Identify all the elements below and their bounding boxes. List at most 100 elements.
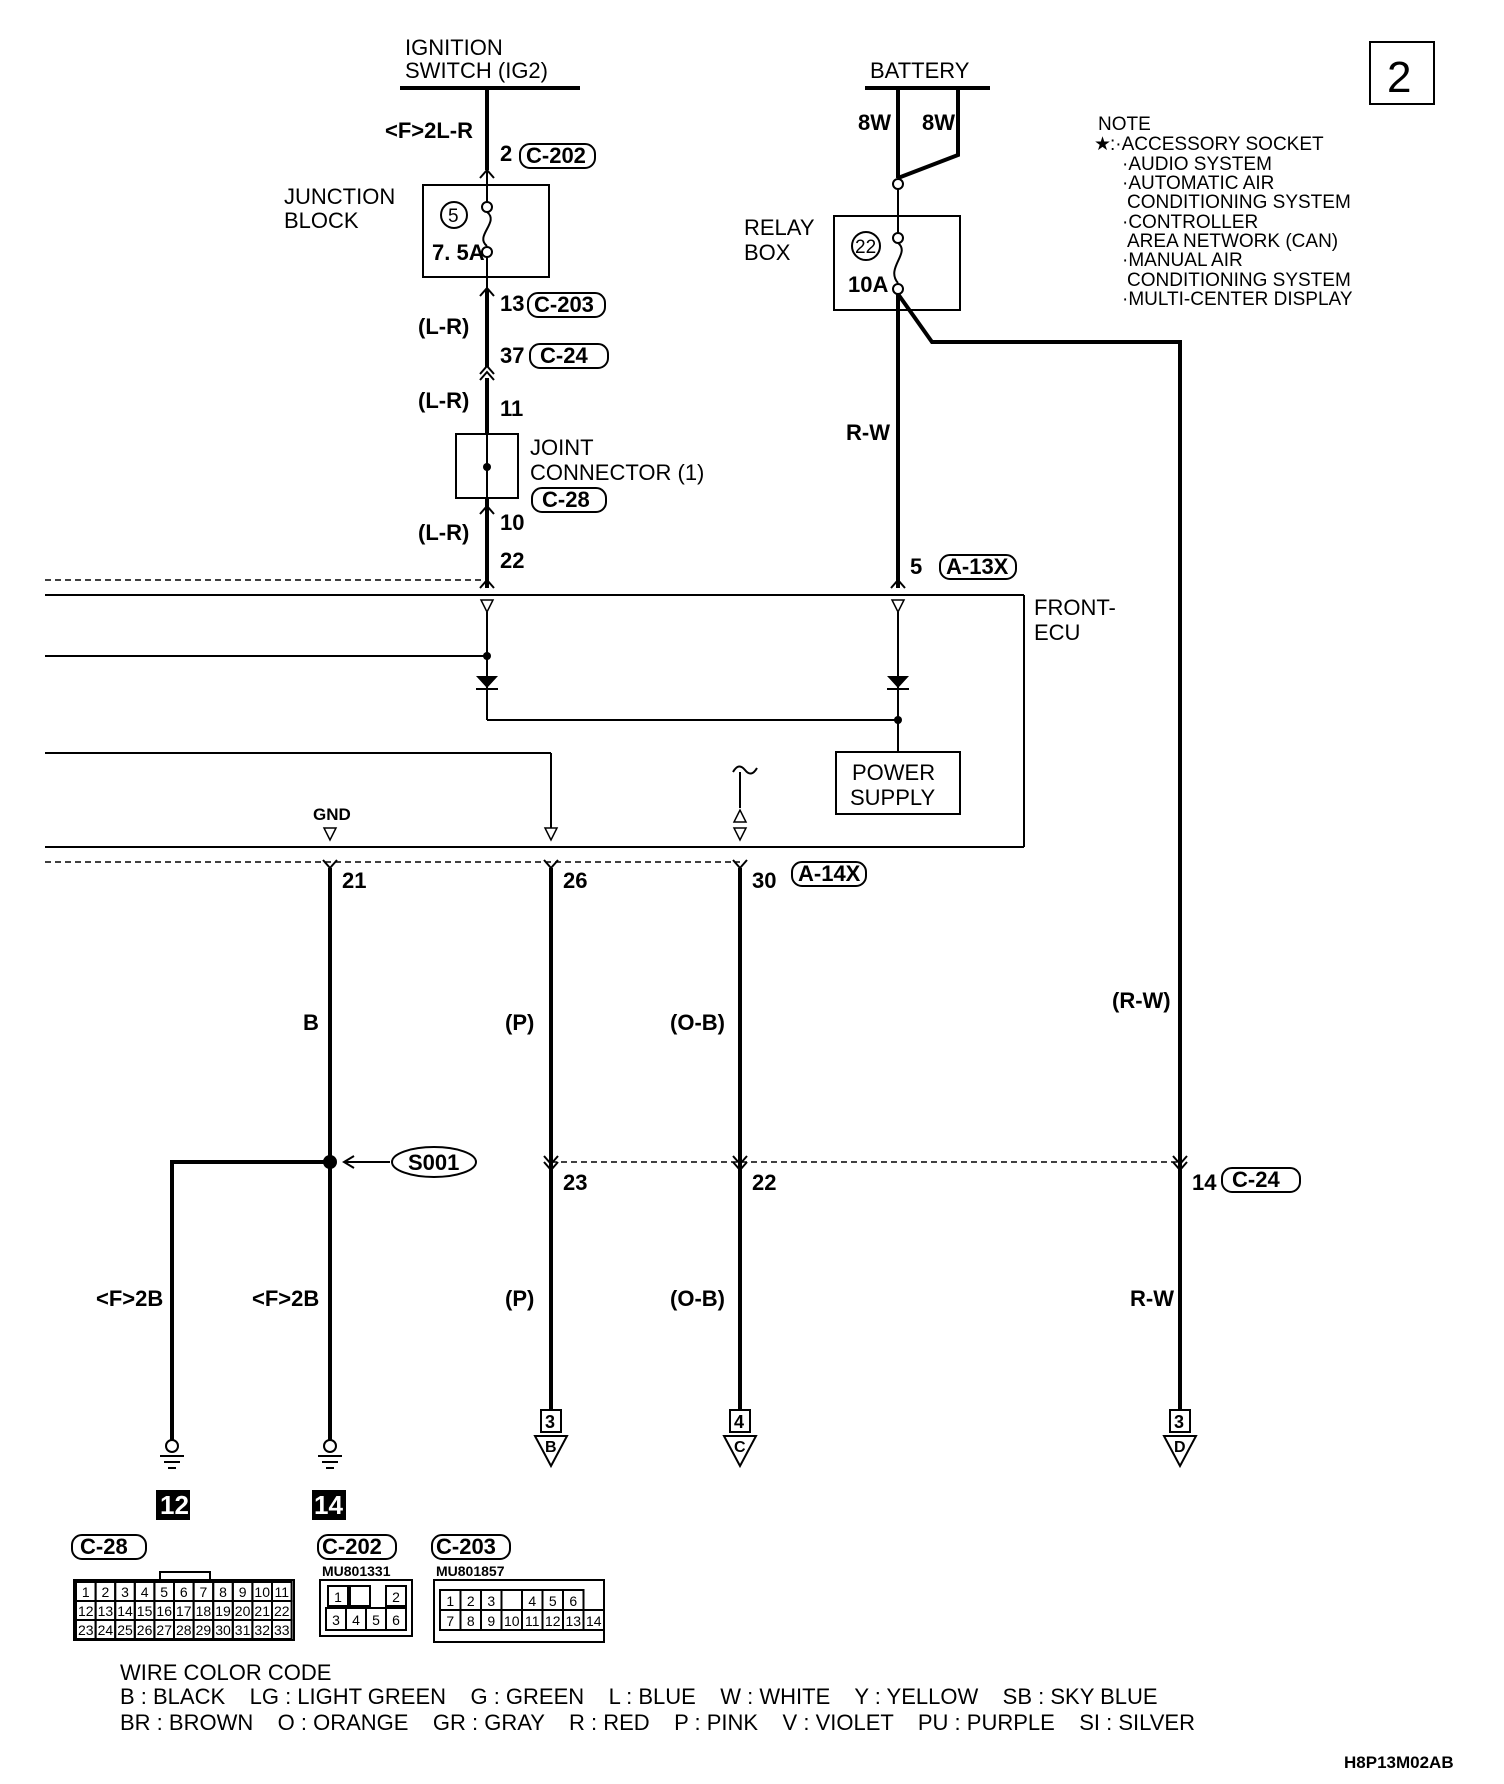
wire-rw-paren-label: (R-W) <box>1112 988 1171 1013</box>
conn-face-c28-pin: 8 <box>219 1584 227 1600</box>
fuse-22-rating: 10A <box>848 272 888 297</box>
conn-face-c28-pin: 29 <box>196 1622 212 1638</box>
ecu-signal-wave-30 <box>732 765 758 775</box>
fuse-22-term-bottom <box>892 283 904 295</box>
conn-face-c203-pin: 14 <box>586 1613 602 1629</box>
conn-c24-tag-lower <box>1221 1167 1301 1193</box>
ecu-pin-5: 5 <box>910 554 922 579</box>
conn-face-c28-pin: 18 <box>196 1603 212 1619</box>
conn-face-c203-tag-label: C-203 <box>436 1534 496 1559</box>
conn-face-c203-pin: 9 <box>487 1613 495 1629</box>
continuation-d-page: 3 <box>1174 1412 1184 1432</box>
battery-wire-rw-label: R-W <box>846 420 890 445</box>
conn-pin-23: 23 <box>563 1170 587 1195</box>
junction-block-line1: JUNCTION <box>284 184 395 209</box>
fuse-5-rating: 7. 5A <box>432 240 485 265</box>
connector-chevron-c24-b <box>479 370 495 381</box>
fuse-22-number: 22 <box>855 237 876 258</box>
battery-to-c24-wire <box>896 292 1182 1160</box>
conn-c24-tag-lower-label: C-24 <box>1232 1167 1280 1192</box>
note-item-9: ·MULTI-CENTER DISPLAY <box>1122 289 1353 310</box>
conn-face-c28-pin: 19 <box>215 1603 231 1619</box>
ecu-chevron-5 <box>890 578 906 589</box>
continuation-b-page: 3 <box>545 1412 555 1432</box>
connector-chevron-23-b <box>543 1161 559 1172</box>
conn-face-c28-pin: 23 <box>78 1622 94 1638</box>
conn-a14x-tag-label: A-14X <box>798 861 861 886</box>
wire-color-code-line2: BR : BROWN O : ORANGE GR : GRAY R : RED … <box>120 1710 1195 1735</box>
ecu-chevron-30 <box>732 859 748 870</box>
battery-wire-2 <box>897 88 960 180</box>
conn-face-c203-pin: 7 <box>446 1613 454 1629</box>
continuation-b-arrow <box>533 1435 569 1469</box>
connector-chevron-22-b <box>732 1161 748 1172</box>
conn-face-c202-tag-label: C-202 <box>322 1534 382 1559</box>
ecu-node-5 <box>894 716 902 724</box>
fuse-22-element <box>893 242 903 284</box>
continuation-d-arrow <box>1162 1435 1198 1469</box>
continuation-d-letter: D <box>1174 1439 1186 1456</box>
conn-a13x-tag-label: A-13X <box>946 554 1009 579</box>
ecu-chevron-26 <box>543 859 559 870</box>
ecu-input-marker-22 <box>479 599 495 614</box>
fuse-22-term-top-a <box>892 178 904 190</box>
ignition-switch-line2: SWITCH (IG2) <box>405 58 548 83</box>
conn-face-c28-pin: 4 <box>141 1584 149 1600</box>
continuation-c-arrow <box>722 1435 758 1469</box>
conn-face-c28-pin: 13 <box>98 1603 114 1619</box>
ecu-pin-22: 22 <box>500 548 524 573</box>
fuse-22-term-top-b <box>892 232 904 244</box>
ignition-pin-5: 10 <box>500 510 524 535</box>
wire-b-label: B <box>303 1010 319 1035</box>
conn-face-c28-pin: 30 <box>215 1622 231 1638</box>
conn-face-c203-pin: 10 <box>504 1613 520 1629</box>
conn-face-c203-pin: 13 <box>565 1613 581 1629</box>
conn-face-c202-pin: 3 <box>332 1612 340 1628</box>
conn-face-c202-pin: 1 <box>334 1589 342 1605</box>
conn-c28-tag <box>531 487 607 513</box>
continuation-c-page: 4 <box>734 1412 744 1432</box>
conn-face-c28-pin: 7 <box>200 1584 208 1600</box>
ecu-pin-21: 21 <box>342 868 366 893</box>
note-item-7: ·MANUAL AIR <box>1122 250 1243 271</box>
conn-face-c203-pin: 8 <box>467 1613 475 1629</box>
wire-rw2-label: R-W <box>1130 1286 1174 1311</box>
conn-face-c28-pin: 11 <box>275 1584 290 1600</box>
fuse-5-number: 5 <box>448 206 459 227</box>
power-supply-line2: SUPPLY <box>850 785 936 810</box>
conn-face-c203-pin: 3 <box>487 1593 495 1609</box>
figure-code: H8P13M02AB <box>1344 1753 1454 1772</box>
fuse-5-element <box>482 211 492 247</box>
ecu-io-marker-30-down <box>732 827 748 842</box>
conn-face-c202-cell <box>385 1607 407 1631</box>
wire-p-label: (P) <box>505 1010 534 1035</box>
ground-12-label: 12 <box>160 1490 189 1520</box>
conn-face-c28-pin: 25 <box>117 1622 133 1638</box>
page-number: 2 <box>1387 53 1411 102</box>
conn-face-c28-pin: 5 <box>160 1584 168 1600</box>
joint-connector-line1: JOINT <box>530 435 593 460</box>
ignition-switch-line1: IGNITION <box>405 35 503 60</box>
wire-color-code-title: WIRE COLOR CODE <box>120 1660 331 1685</box>
conn-face-c203-cell <box>582 1609 605 1631</box>
ground-wire-branch <box>170 1160 330 1440</box>
connector-chevron-c24-a <box>479 364 495 375</box>
conn-c24-tag-upper <box>529 343 609 369</box>
ground-12-ring <box>165 1439 179 1453</box>
conn-face-c28-pin: 10 <box>254 1584 270 1600</box>
page-number-box <box>1369 41 1435 105</box>
continuation-b-letter: B <box>545 1439 557 1456</box>
note-item-3: ·AUTOMATIC AIR <box>1122 173 1274 194</box>
ignition-wire-4-label: (L-R) <box>418 520 469 545</box>
conn-face-c28-pin: 15 <box>137 1603 153 1619</box>
joint-connector-label: JOINT CONNECTOR (1) <box>530 435 704 485</box>
conn-c203-tag <box>527 292 606 318</box>
splice-s001-tag <box>391 1146 477 1178</box>
conn-face-c202-cell <box>385 1585 407 1607</box>
relay-box-label: RELAY BOX <box>744 215 820 265</box>
conn-face-c28-pin: 14 <box>117 1603 133 1619</box>
